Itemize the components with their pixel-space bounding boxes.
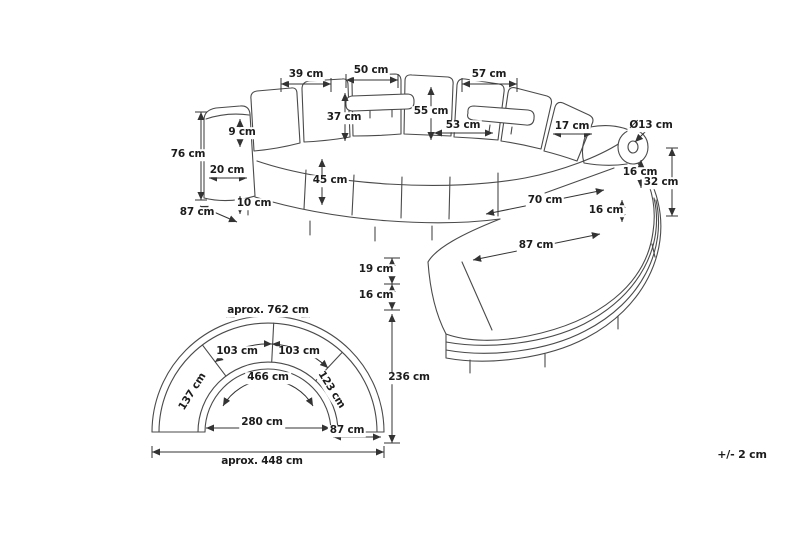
- dim-ottoman-width-87: 87 cm: [516, 239, 556, 252]
- plan-outer-arc-inner-line: [158, 322, 378, 433]
- dim-segment-right-103: 103 cm: [276, 345, 322, 358]
- back-cushion: [250, 87, 301, 152]
- chaise-top-seam-1: [544, 167, 615, 194]
- dim-armrest-width-20: 20 cm: [207, 164, 247, 177]
- headrest-pad: [345, 93, 415, 112]
- dim-total-height-76: 76 cm: [168, 148, 208, 161]
- dim-seat-width-70: 70 cm: [525, 194, 565, 207]
- dim-bolster-diameter-13: Ø13 cm: [627, 119, 675, 132]
- dim-cushion-width-39: 39 cm: [286, 68, 326, 81]
- armrest: [203, 105, 256, 202]
- dim-bolster-gap-16: 16 cm: [620, 166, 660, 179]
- seat-divider: [303, 169, 499, 220]
- headrest-bracket: [369, 109, 393, 119]
- bolster-end: [617, 129, 649, 165]
- dim-cushion-width-53: 53 cm: [443, 119, 483, 132]
- dim-overall-width-448: aprox. 448 cm: [219, 455, 305, 468]
- armrest-roll-seam: [205, 113, 250, 120]
- dim-backrest-height-55: 55 cm: [411, 105, 451, 118]
- dim-plan-depth-87: 87 cm: [327, 424, 367, 437]
- chaise-top-seam-2: [461, 261, 493, 331]
- dim-side-height-32: 32 cm: [641, 176, 681, 189]
- tolerance-note: +/- 2 cm: [715, 447, 769, 462]
- chaise-inner-edge: [427, 218, 501, 263]
- dim-total-depth-236: 236 cm: [386, 371, 432, 384]
- dim-headrest-width-17: 17 cm: [552, 120, 592, 133]
- dim-ottoman-cushion-19: 19 cm: [356, 263, 396, 276]
- dim-seat-depth-87: 87 cm: [177, 206, 217, 219]
- chaise-front-base: [445, 159, 662, 362]
- dim-ottoman-base-16: 16 cm: [356, 289, 396, 302]
- dim-armrest-top-9: 9 cm: [226, 126, 258, 139]
- dim-back-cushion-height-37: 37 cm: [324, 111, 364, 124]
- dim-cushion-width-57: 57 cm: [469, 68, 509, 81]
- dim-inner-diameter-280: 280 cm: [239, 416, 285, 429]
- dim-segment-left-103: 103 cm: [214, 345, 260, 358]
- chaise-band-seam-2: [445, 199, 660, 354]
- dim-base-band-16: 16 cm: [586, 204, 626, 217]
- plan-inner-arc: [204, 368, 332, 433]
- dim-inner-arc-466: 466 cm: [245, 371, 291, 384]
- dim-leg-height-10: 10 cm: [234, 197, 274, 210]
- chaise-band-seam-1: [445, 197, 658, 346]
- dimension-lines: [151, 74, 678, 458]
- headrest-pad: [467, 105, 535, 126]
- dim-outer-arc-762: aprox. 762 cm: [225, 304, 311, 317]
- dim-cushion-width-50: 50 cm: [351, 64, 391, 77]
- seat-front-edge: [254, 196, 501, 224]
- dim-seat-height-45: 45 cm: [310, 174, 350, 187]
- sofa-perspective-drawing: [203, 73, 662, 374]
- bolster-end-detail: [627, 140, 639, 154]
- chaise-end-edge: [427, 261, 447, 335]
